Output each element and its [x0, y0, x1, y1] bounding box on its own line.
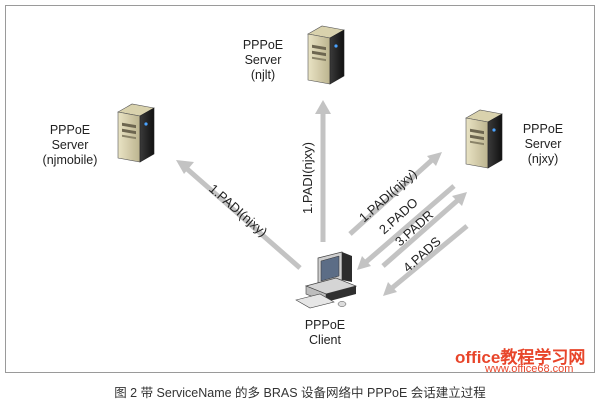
- server-njmobile-icon: [117, 103, 155, 163]
- arrow-to-njmobile: [184, 166, 302, 270]
- server-njlt-icon: [307, 25, 345, 85]
- arrow-padi: [348, 158, 434, 236]
- watermark-url: www.office68.com: [485, 363, 574, 375]
- figure-caption: 图 2 带 ServiceName 的多 BRAS 设备网络中 PPPoE 会话…: [114, 386, 486, 400]
- arrow-pado: [364, 184, 456, 264]
- arrow-padr: [381, 198, 460, 268]
- arrow-pads: [390, 224, 469, 290]
- server-njxy-icon: [465, 109, 503, 169]
- label-to-njlt: 1.PADI(njxy): [300, 142, 315, 214]
- diagram-frame: [5, 5, 595, 373]
- watermark-title: office教程学习网: [455, 348, 586, 367]
- server-njmobile-label: PPPoE Server (njmobile): [42, 123, 98, 167]
- server-njxy-label: PPPoE Server (njxy): [522, 122, 564, 166]
- client-label: PPPoE Client: [304, 318, 346, 347]
- client-computer-icon: [295, 251, 358, 309]
- server-njlt-label: PPPoE Server (njlt): [242, 38, 284, 82]
